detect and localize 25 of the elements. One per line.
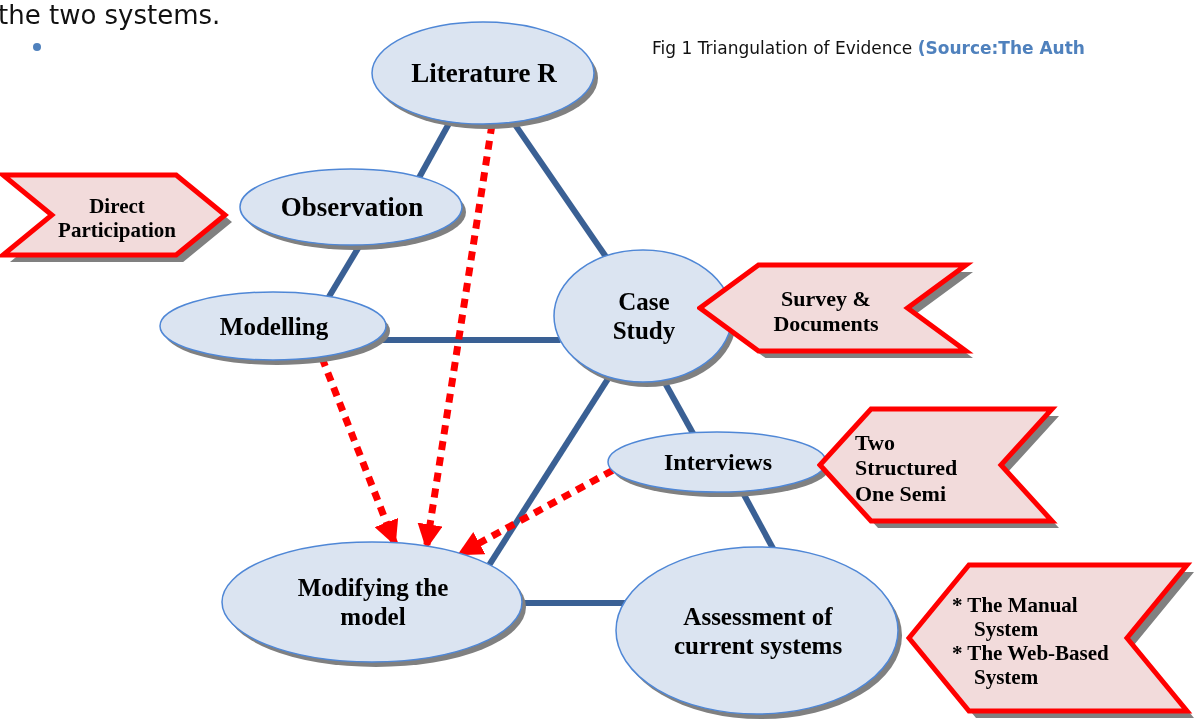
node-label: Interviews [664, 449, 772, 477]
ellipse-node [236, 165, 468, 251]
node-label: * The Web-Based System [952, 641, 1110, 690]
chevron-callout [697, 262, 975, 360]
ellipse-node [368, 18, 600, 130]
node-label: Case Study [611, 288, 677, 346]
node-label: Direct Participation [57, 193, 177, 243]
figure-caption: Fig 1 Triangulation of Evidence (Source:The Auth [652, 38, 1085, 58]
ellipse-node [612, 543, 904, 720]
node-label: Assessment of current systems [672, 602, 844, 661]
chevron-callout [906, 562, 1196, 720]
chevron-callout [0, 172, 234, 264]
chevron-callout [817, 406, 1061, 530]
node-label: Two Structured One Semi [855, 430, 959, 506]
connector-line [486, 376, 612, 567]
node-label: Modelling [219, 312, 329, 342]
node-label: Modifying the model [296, 574, 450, 632]
node-label: Literature R [411, 58, 557, 90]
ellipse-node [218, 538, 528, 668]
ellipse-node [156, 288, 392, 366]
connector-line [523, 600, 626, 606]
arrow [457, 467, 615, 558]
node-label: Survey & Documents [772, 285, 880, 337]
node-label: Observation [280, 192, 424, 224]
node-label: * The Manual System [952, 592, 1079, 641]
